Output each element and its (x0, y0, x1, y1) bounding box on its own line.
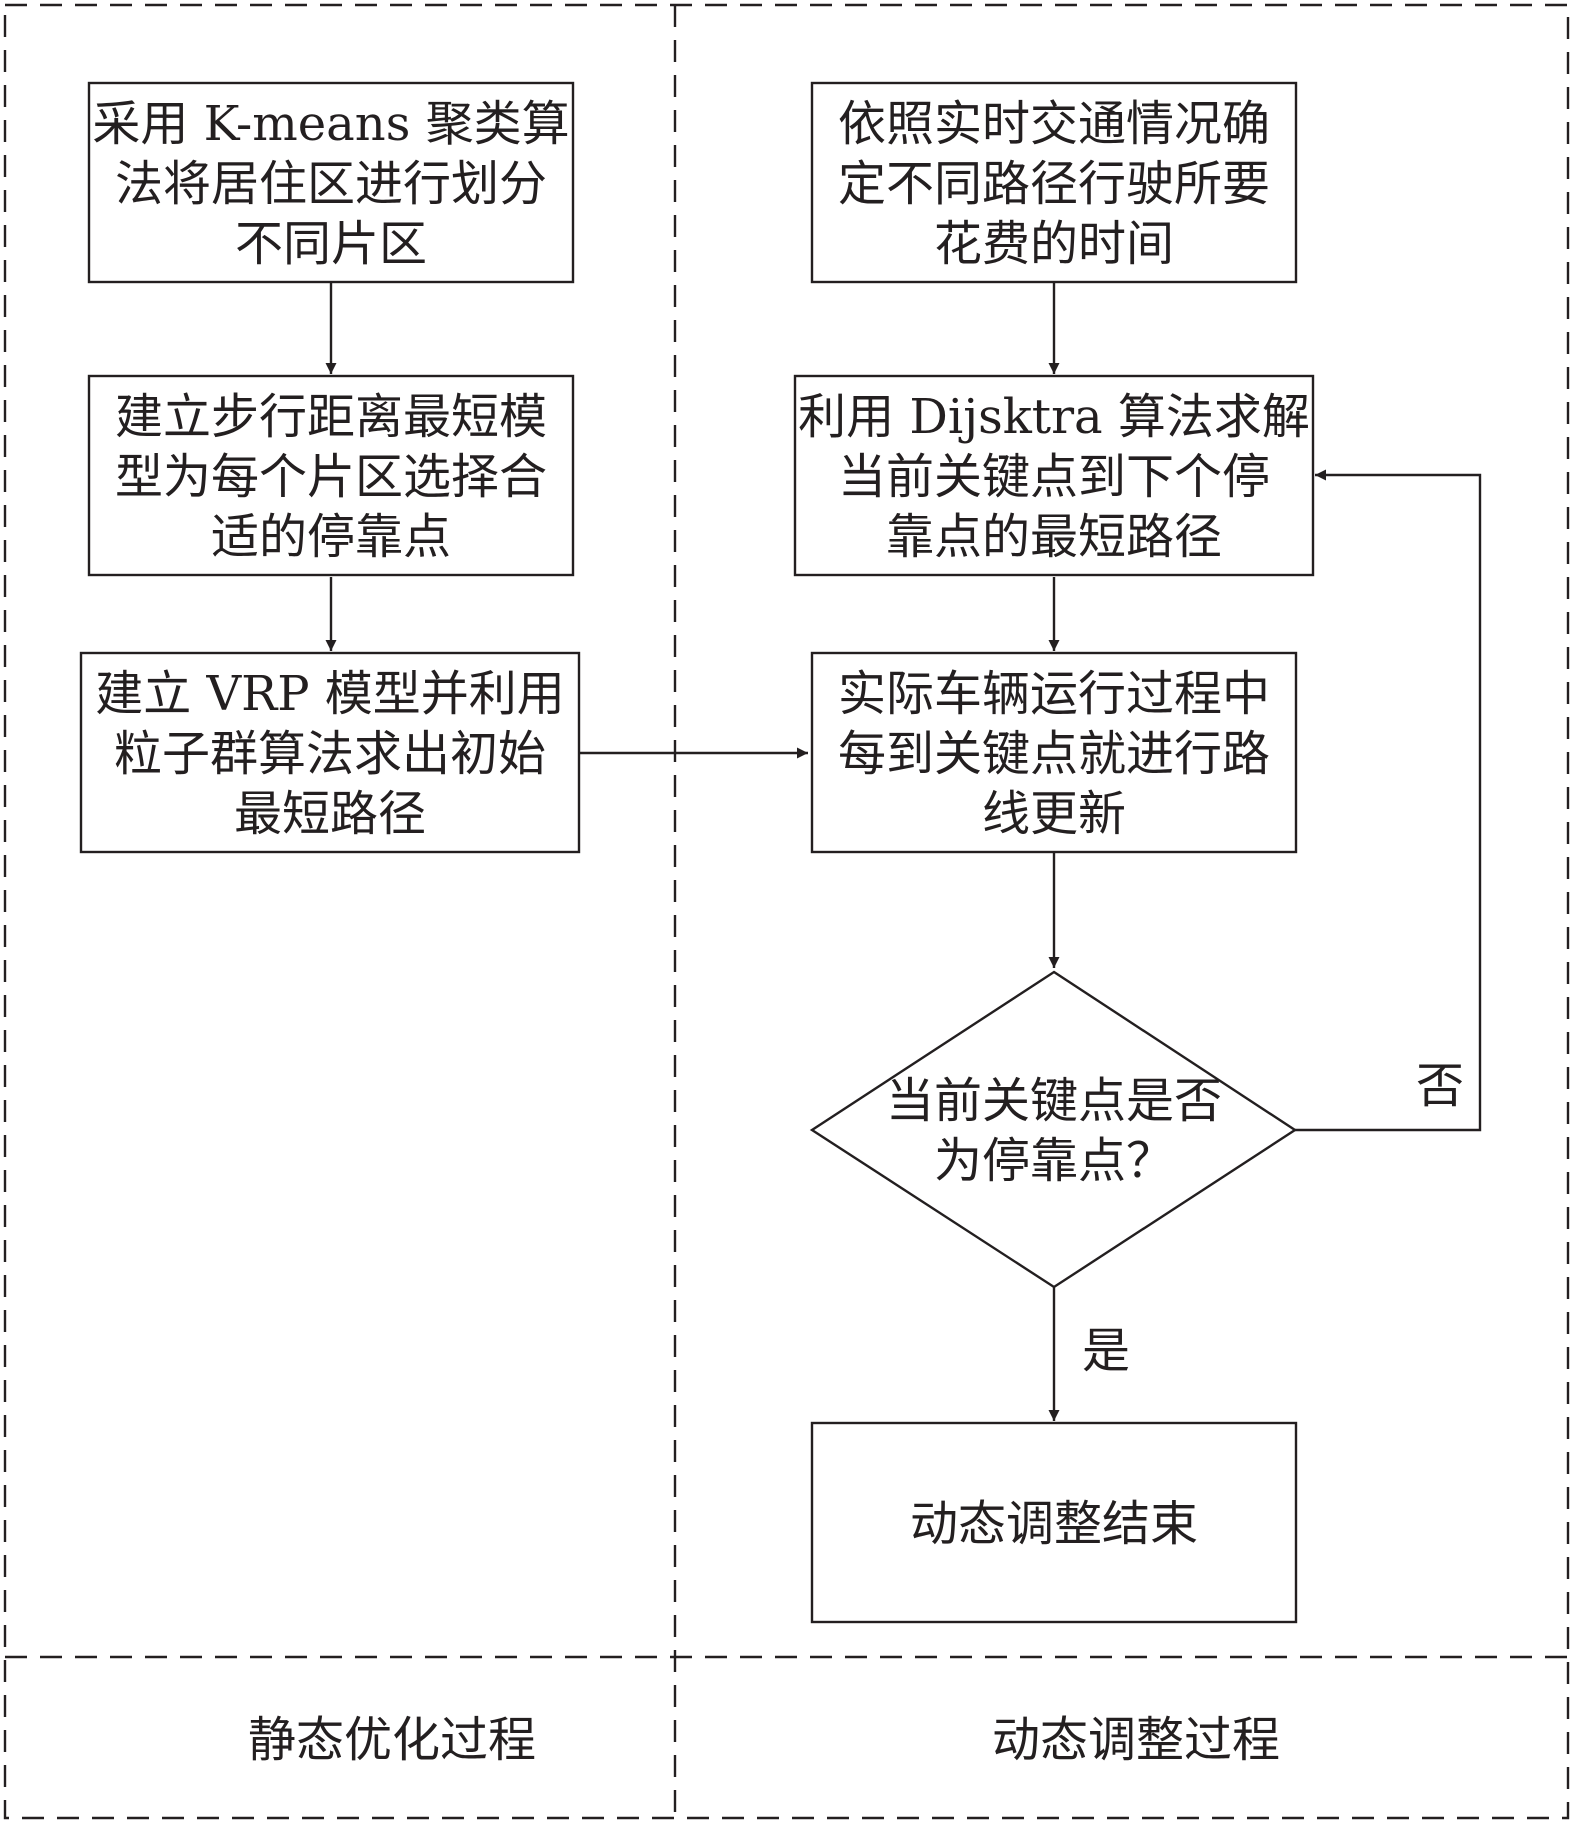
dynamic-step-1-line-2: 定不同路径行驶所要 (838, 156, 1270, 212)
static-step-2-line-1: 建立步行距离最短模 (115, 389, 547, 445)
no-branch-label: 否 (1416, 1058, 1464, 1114)
static-step-2: 建立步行距离最短模 型为每个片区选择合 适的停靠点 (87, 374, 575, 577)
dynamic-step-3: 实际车辆运行过程中 每到关键点就进行路 线更新 (810, 651, 1298, 854)
static-region-label: 静态优化过程 (248, 1712, 536, 1768)
connectors (325, 282, 1482, 1421)
static-step-3-line-2: 粒子群算法求出初始 (114, 726, 546, 782)
static-step-1-line-2: 法将居住区进行划分 (115, 156, 547, 212)
static-step-1-line-1: 采用 K-means 聚类算 (92, 96, 569, 152)
dynamic-step-1: 依照实时交通情况确 定不同路径行驶所要 花费的时间 (810, 81, 1298, 284)
outer-dashed-border (3, 3, 1570, 1820)
dynamic-step-2-line-3: 靠点的最短路径 (886, 509, 1222, 565)
static-step-2-box (87, 374, 575, 577)
end-step-box (810, 1421, 1298, 1624)
static-step-3-box (79, 651, 581, 854)
end-step-label: 动态调整结束 (910, 1496, 1198, 1552)
decision-line-2: 为停靠点？ (934, 1133, 1174, 1189)
dynamic-step-3-line-2: 每到关键点就进行路 (838, 726, 1270, 782)
static-step-3-line-1: 建立 VRP 模型并利用 (95, 666, 565, 722)
dynamic-step-2-line-1: 利用 Dijsktra 算法求解 (798, 389, 1310, 445)
decision-node: 当前关键点是否 为停靠点？ (809, 970, 1298, 1289)
static-step-2-line-3: 适的停靠点 (211, 509, 451, 565)
dynamic-step-1-box (810, 81, 1298, 284)
static-step-3: 建立 VRP 模型并利用 粒子群算法求出初始 最短路径 (79, 651, 581, 854)
dynamic-step-2: 利用 Dijsktra 算法求解 当前关键点到下个停 靠点的最短路径 (793, 374, 1315, 577)
dynamic-step-3-box (810, 651, 1298, 854)
dynamic-region-label: 动态调整过程 (992, 1712, 1280, 1768)
dashed-frame (3, 3, 1570, 1820)
dynamic-step-1-line-3: 花费的时间 (934, 216, 1174, 272)
static-step-2-line-2: 型为每个片区选择合 (115, 449, 547, 505)
static-step-3-line-3: 最短路径 (234, 786, 426, 842)
yes-branch-label: 是 (1082, 1323, 1130, 1379)
dynamic-step-3-line-3: 线更新 (982, 786, 1126, 842)
dynamic-step-1-line-1: 依照实时交通情况确 (838, 96, 1270, 152)
end-step: 动态调整结束 (810, 1421, 1298, 1624)
dynamic-step-2-box (793, 374, 1315, 577)
decision-diamond (809, 970, 1298, 1289)
dynamic-step-3-line-1: 实际车辆运行过程中 (838, 666, 1270, 722)
dynamic-step-2-line-2: 当前关键点到下个停 (838, 449, 1270, 505)
static-step-1: 采用 K-means 聚类算 法将居住区进行划分 不同片区 (87, 81, 575, 284)
static-step-1-line-3: 不同片区 (235, 216, 427, 272)
static-step-1-box (87, 81, 575, 284)
arrow-no-loop-back (1295, 469, 1482, 1132)
decision-line-1: 当前关键点是否 (886, 1073, 1222, 1129)
